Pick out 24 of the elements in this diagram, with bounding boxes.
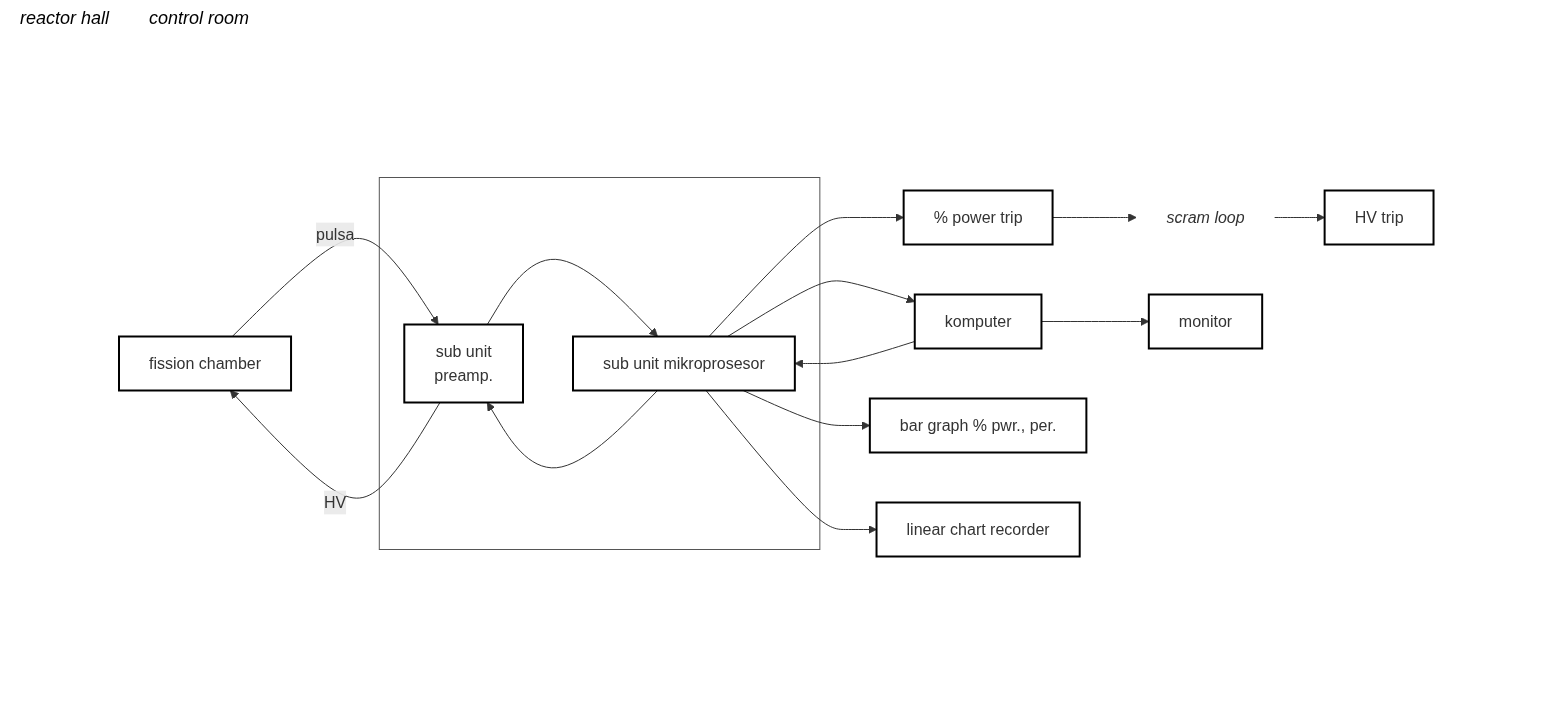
region-label: reactor hall [20,8,110,29]
arrow [486,258,658,337]
cluster [378,177,821,550]
arrow [708,213,904,337]
node-text: scram loop [1166,208,1245,226]
node-box: sub unit preamp. [403,323,524,404]
arrow [229,390,441,499]
edge-label: HV [323,493,347,511]
node-box: linear chart recorder [875,501,1081,558]
arrow [1273,213,1325,222]
arrow [794,340,915,368]
node-box: HV trip [1323,189,1435,246]
node-box: bar graph % pwr., per. [868,397,1088,454]
node-box: % power trip [902,189,1054,246]
node-box: fission chamber [117,335,292,392]
node-box: sub unit mikroprosesor [571,335,796,392]
arrow [231,237,439,337]
edge-label: pulsa [315,225,355,243]
region-label: control room [149,8,250,29]
node-box: komputer [913,293,1043,350]
arrow [486,390,658,469]
arrow [726,280,915,337]
arrow [705,390,877,534]
node-box: monitor [1147,293,1263,350]
